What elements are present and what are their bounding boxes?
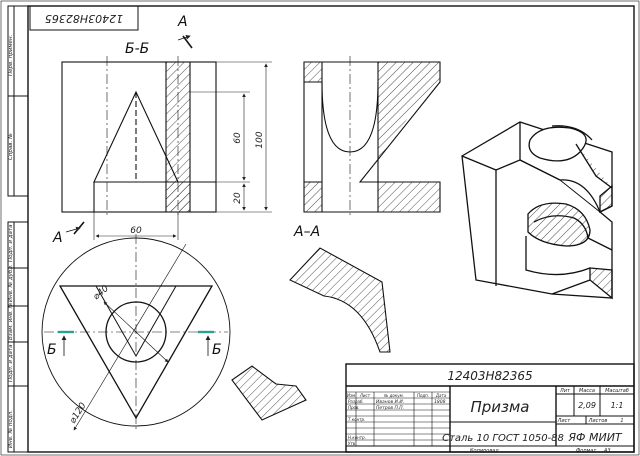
- tb-format-value: А3: [603, 448, 611, 454]
- tb-material: Сталь 10 ГОСТ 1050-88: [442, 433, 564, 444]
- front-dimensions: [93, 61, 272, 240]
- strip-perv-primen: Перв. примен.: [8, 34, 14, 76]
- cut-arrows-b: [61, 335, 211, 356]
- dim-60-vertical: 60: [233, 132, 243, 144]
- tb-h-data: Дата: [435, 393, 447, 398]
- strip-podp-data-2: Подп. и дата: [8, 344, 14, 382]
- tb-organization: ЯФ МИИТ: [567, 431, 623, 444]
- tb-tkontr: Т.контр.: [348, 417, 365, 422]
- strip-sprav: Справ. №: [8, 133, 14, 160]
- label-a-top: А: [177, 14, 188, 30]
- strip-inv-dubl: Инв. № дубл.: [8, 264, 14, 302]
- label-section-bb: Б-Б: [125, 41, 149, 57]
- tb-format-label: Формат: [576, 448, 597, 454]
- rotated-drawing-number: 12403Н82365: [45, 12, 123, 25]
- tb-h-list-col: Лист: [359, 393, 371, 398]
- tb-utv: Утв.: [348, 441, 356, 446]
- section-aa-view: [303, 56, 441, 218]
- tb-h-massa: Масса: [579, 388, 595, 394]
- dim-60-horizontal: 60: [130, 226, 142, 236]
- tb-date: 1808: [434, 399, 446, 405]
- tb-sheet-total: 1: [620, 418, 623, 424]
- section-fragment-2: [231, 365, 307, 421]
- tb-copied: Копировал: [470, 448, 499, 454]
- label-b-left: Б: [47, 342, 57, 358]
- isometric-view: [461, 121, 613, 300]
- title-block: [345, 363, 635, 453]
- label-b-right: Б: [212, 342, 222, 358]
- tb-h-n-dokum: № докум.: [383, 393, 404, 398]
- tb-title: Призма: [470, 398, 529, 416]
- tb-scale: 1:1: [611, 401, 624, 410]
- strip-vzam-inv: Взам. инв. №: [8, 302, 14, 340]
- tb-checker: Петров П.П.: [376, 405, 404, 411]
- tb-h-listov: Листов: [588, 418, 608, 424]
- tb-h-list: Лист: [557, 418, 572, 424]
- label-section-aa: А–А: [293, 224, 320, 240]
- tb-developer: Иванов И.И.: [376, 399, 404, 405]
- tb-h-izm: Изм: [347, 393, 355, 398]
- strip-inv-podl: Инв. № подл.: [8, 410, 14, 448]
- strip-podp-data-1: Подп. и дата: [8, 224, 14, 262]
- tb-h-masshtab: Масштаб: [605, 388, 629, 394]
- tb-mass: 2,09: [578, 401, 596, 410]
- dim-20: 20: [233, 192, 243, 204]
- tb-drawing-number: 12403Н82365: [447, 369, 532, 383]
- side-strip: [7, 5, 29, 453]
- tb-h-lit: Лит: [559, 388, 571, 394]
- label-a-left: А: [52, 230, 63, 246]
- front-hatch-bottom: [166, 182, 190, 212]
- tb-prov: Пров.: [348, 405, 360, 410]
- dim-100: 100: [255, 131, 265, 148]
- top-view: [41, 234, 231, 431]
- cut-arrows-a: [65, 34, 193, 235]
- dim-phi120: ⌀120: [68, 401, 89, 426]
- front-view-section: [61, 56, 217, 218]
- tb-h-podp: Подп.: [417, 393, 429, 398]
- tb-razrab: Разраб.: [348, 399, 364, 404]
- tb-nkontr: Н.контр.: [348, 435, 366, 440]
- rotated-number-box: [29, 5, 139, 31]
- section-fragment-1: [289, 247, 391, 353]
